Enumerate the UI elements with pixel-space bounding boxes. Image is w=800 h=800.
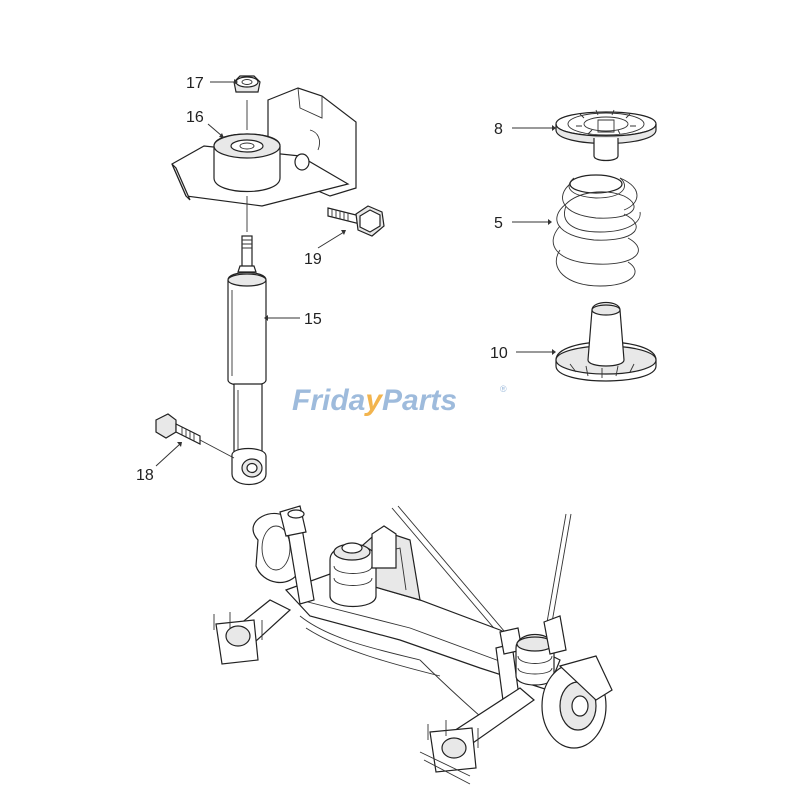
part-8-spring-seat [555,109,657,162]
callout-leaders [155,79,556,467]
watermark-registered-mark: ® [500,384,507,394]
callout-15: 15 [304,311,322,328]
fridayparts-watermark: FridayParts ® [292,384,507,417]
svg-text:FridayParts: FridayParts [292,384,457,417]
callout-18: 18 [136,467,154,484]
rear-axle-assembly [213,505,613,785]
watermark-part1: Frida [292,384,365,417]
callout-5: 5 [494,215,503,232]
callout-17: 17 [186,75,204,92]
callout-16: 16 [186,109,204,126]
part-15-shock-absorber [227,235,267,486]
part-5-coil-spring [552,174,641,287]
part-17-nut [233,75,261,93]
watermark-part2: y [363,384,383,417]
callout-8: 8 [494,121,503,138]
watermark-part3: Parts [382,384,457,417]
part-16-upper-mount [171,87,357,232]
callout-10: 10 [490,345,508,362]
callout-19: 19 [304,251,322,268]
part-19-bolt [327,205,385,237]
part-10-bump-stop [555,301,657,382]
part-18-bolt [155,413,201,445]
